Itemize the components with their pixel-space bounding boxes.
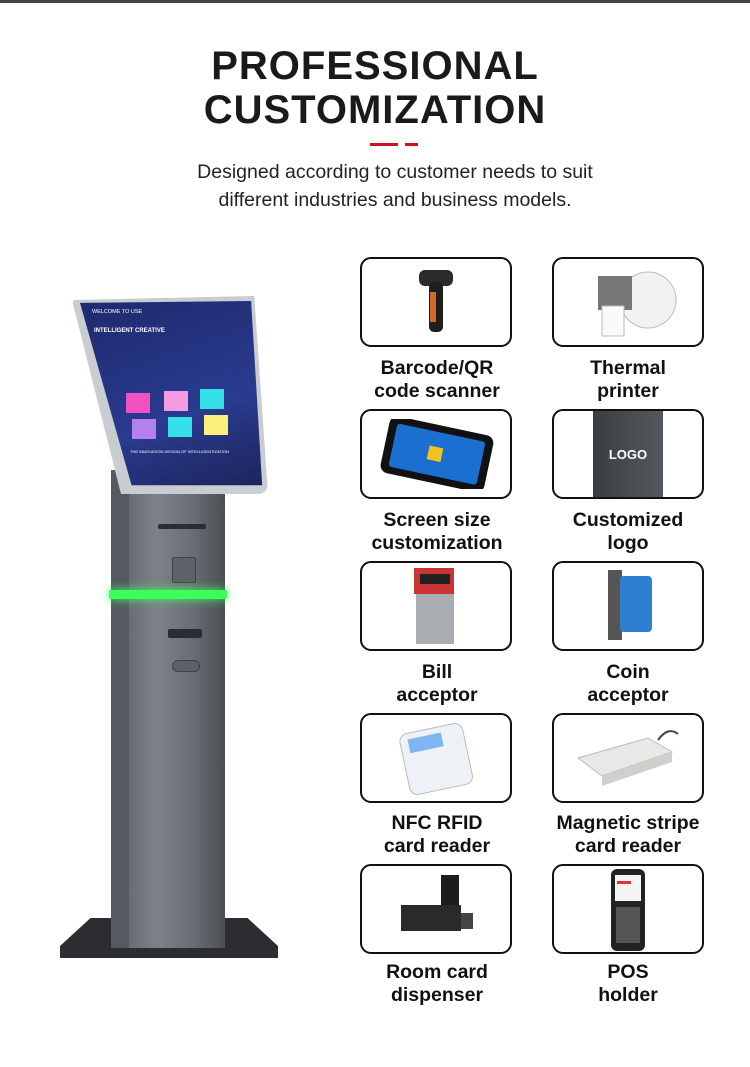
nfc-reader-icon <box>399 722 473 795</box>
screen-welcome-text: WELCOME TO USE <box>92 309 143 315</box>
option-card-custom-logo: LOGO <box>552 409 704 499</box>
option-card-magstripe-reader <box>552 713 704 803</box>
logo-icon: LOGO <box>593 411 663 497</box>
option-label: Magnetic stripe <box>556 812 700 834</box>
magstripe-reader-icon <box>576 730 679 786</box>
barcode-scanner-icon <box>419 270 453 332</box>
option-label: card reader <box>383 835 491 857</box>
option-card-screen-size <box>360 409 512 499</box>
screen-tile <box>200 389 224 409</box>
option-label: Bill <box>421 661 453 683</box>
option-card-card-dispenser <box>360 864 512 954</box>
option-card-thermal-printer <box>552 257 704 347</box>
screen-heading: INTELLIGENT CREATIVE <box>94 328 165 334</box>
option-card-coin-acceptor <box>552 561 704 651</box>
accent-dash <box>370 143 398 146</box>
kiosk-screen: WELCOME TO USE INTELLIGENT CREATIVE THE … <box>80 301 263 486</box>
bill-acceptor-icon <box>414 568 454 644</box>
thermal-printer-icon <box>598 271 677 337</box>
pos-terminal-icon <box>611 869 645 951</box>
screen-tile <box>132 419 156 439</box>
option-label: POS <box>607 961 649 983</box>
option-label: Customized <box>572 509 684 531</box>
screen-tile <box>168 417 192 437</box>
option-label: printer <box>597 380 659 402</box>
card-dispenser-icon <box>401 875 473 931</box>
tablet-screen-icon <box>380 419 494 489</box>
option-label: Barcode/QR <box>380 357 494 379</box>
option-label: customization <box>371 532 503 554</box>
option-label: logo <box>607 532 649 554</box>
option-label: card reader <box>574 835 682 857</box>
option-label: acceptor <box>587 684 669 706</box>
receipt-slot <box>158 524 206 529</box>
screen-tile <box>164 391 188 411</box>
option-card-pos-holder <box>552 864 704 954</box>
option-label: holder <box>598 984 658 1006</box>
accent-dash <box>405 143 418 146</box>
option-card-nfc-reader <box>360 713 512 803</box>
option-label: Room card <box>386 961 488 983</box>
subtitle-line1: Designed according to customer needs to … <box>197 161 593 183</box>
kiosk-pole <box>111 470 225 948</box>
scanner-window <box>172 557 196 583</box>
kiosk-pole-edge <box>111 470 129 948</box>
card-slot <box>168 629 202 638</box>
page-title-line1: PROFESSIONAL <box>211 44 539 88</box>
top-band <box>0 0 750 3</box>
option-label: acceptor <box>396 684 478 706</box>
option-label: Screen size <box>383 509 491 531</box>
option-label: Coin <box>606 661 650 683</box>
nfc-area <box>172 660 200 672</box>
page-title-line2: CUSTOMIZATION <box>203 88 547 132</box>
coin-acceptor-icon <box>608 570 652 640</box>
option-card-bill-acceptor <box>360 561 512 651</box>
option-label: Thermal <box>590 357 666 379</box>
option-label: dispenser <box>390 984 484 1006</box>
screen-tile <box>126 393 150 413</box>
option-label: code scanner <box>374 380 500 402</box>
option-label: NFC RFID <box>391 812 483 834</box>
option-card-barcode-scanner <box>360 257 512 347</box>
subtitle-line2: different industries and business models… <box>218 189 572 211</box>
status-light-ring <box>109 590 227 599</box>
screen-footer-text: THE INNOVATION DESIGN OF INTELLIGENTIZAT… <box>130 449 229 454</box>
screen-tile <box>204 415 228 435</box>
